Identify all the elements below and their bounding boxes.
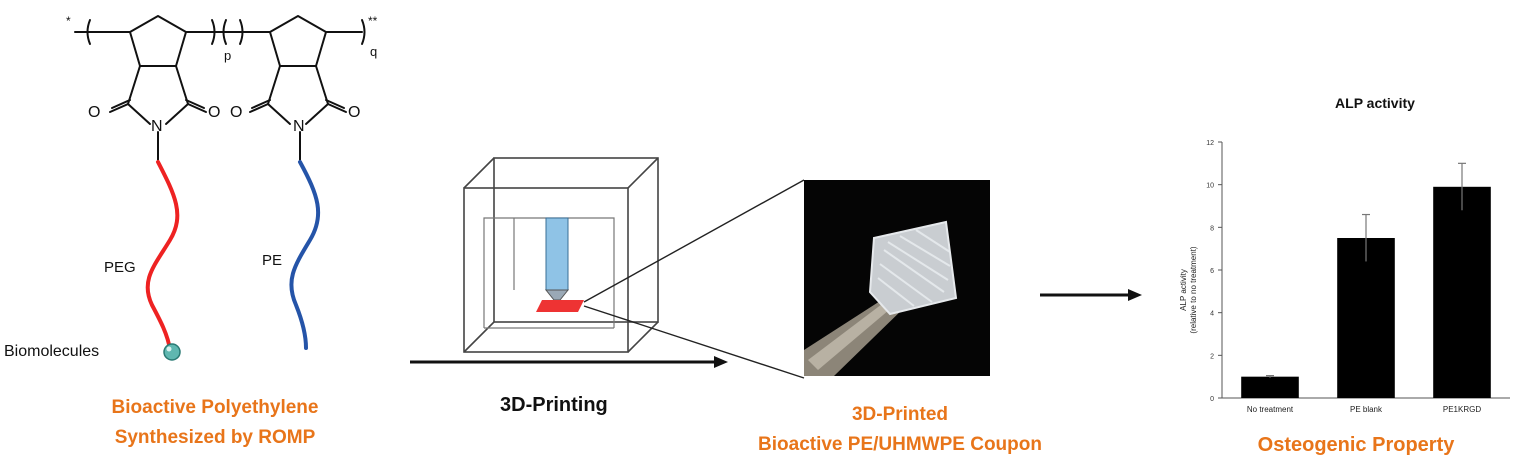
pe-label: PE	[262, 252, 283, 269]
nitrogen-2: N	[293, 118, 305, 135]
x-tick-label: No treatment	[1247, 405, 1294, 414]
y-tick-label: 2	[1210, 353, 1214, 360]
peg-chain	[145, 160, 180, 352]
oxygen-4: O	[348, 104, 361, 121]
subscript-q: q	[370, 44, 378, 59]
pe-chain	[289, 160, 321, 350]
y-tick-label: 4	[1210, 311, 1214, 318]
star-start: *	[66, 14, 71, 28]
chart-ylabel: ALP activity (relative to no treatment)	[1179, 246, 1198, 333]
result-arrow	[1040, 289, 1142, 301]
peg-label: PEG	[104, 259, 136, 276]
synthesis-caption-line1: Bioactive Polyethylene	[111, 397, 319, 418]
oxygen-2: O	[208, 104, 221, 121]
y-tick-label: 12	[1206, 140, 1214, 147]
y-tick-label: 0	[1210, 396, 1214, 403]
coupon-caption-line2: Bioactive PE/UHMWPE Coupon	[758, 434, 1042, 455]
coupon-piece	[868, 220, 958, 316]
print-nozzle	[545, 217, 569, 291]
chart-ylabel-line1: ALP activity	[1179, 269, 1188, 311]
x-tick-label: PE blank	[1350, 405, 1383, 414]
alp-chart: ALP activity ALP activity (relative to n…	[1179, 95, 1510, 414]
subscript-p: p	[224, 48, 232, 63]
synthesis-caption: Bioactive Polyethylene Synthesized by RO…	[60, 393, 370, 453]
y-tick-label: 10	[1206, 183, 1214, 190]
chart-title: ALP activity	[1335, 95, 1415, 111]
biomolecule-bead	[163, 343, 181, 361]
oxygen-3: O	[230, 104, 243, 121]
bar-2	[1337, 238, 1395, 398]
chart-bars: No treatment PE blank PE1KRGD	[1241, 162, 1491, 414]
y-tick-label: 6	[1210, 268, 1214, 275]
bar-1	[1241, 376, 1299, 398]
oxygen-1: O	[88, 104, 101, 121]
print-bed	[536, 300, 584, 312]
synthesis-caption-line2: Synthesized by ROMP	[114, 427, 316, 448]
nitrogen-1: N	[151, 118, 163, 135]
printing-label: 3D-Printing	[500, 394, 608, 416]
polymer-structure	[74, 15, 366, 361]
coupon-photo	[804, 180, 990, 376]
star-end: **	[368, 14, 378, 28]
bar-3	[1433, 186, 1491, 398]
x-tick-label: PE1KRGD	[1443, 405, 1481, 414]
property-caption: Osteogenic Property	[1257, 434, 1455, 456]
printing-arrow	[410, 356, 728, 368]
biomolecules-label: Biomolecules	[4, 343, 100, 360]
chart-ylabel-line2: (relative to no treatment)	[1189, 246, 1198, 333]
y-tick-label: 8	[1210, 225, 1214, 232]
coupon-caption: 3D-Printed Bioactive PE/UHMWPE Coupon	[720, 400, 1080, 460]
coupon-caption-line1: 3D-Printed	[851, 404, 949, 425]
printer-diagram	[463, 157, 805, 379]
